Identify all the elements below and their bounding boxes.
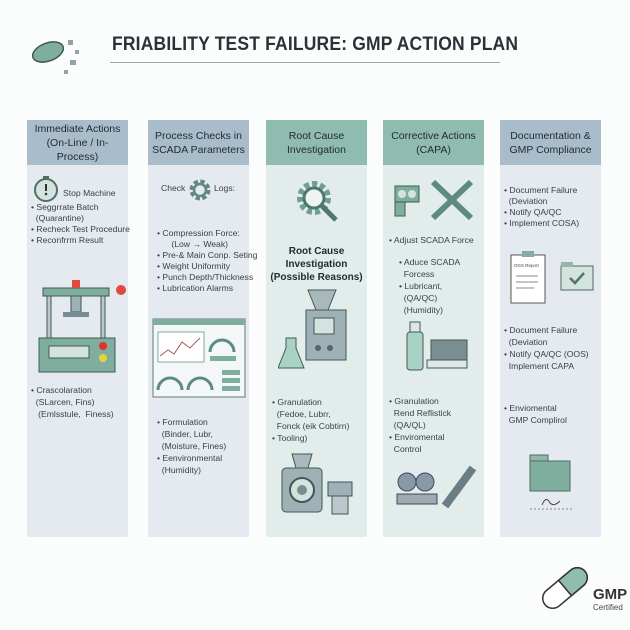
tools-icon	[394, 179, 474, 221]
tablet-press-machine-icon	[38, 280, 126, 373]
list-item: (Deviation	[504, 337, 548, 347]
root-cause-subtitle: Root Cause Investigation (Possible Reaso…	[270, 246, 363, 283]
list-item: Fonck (eik Cobtirn)	[272, 421, 350, 431]
stopwatch-alert-icon	[34, 176, 58, 202]
list-item: • Reconfrrm Result	[31, 235, 104, 245]
column-header: Documentation & GMP Compliance	[500, 120, 601, 165]
list-item: • Notify QA/QC (OOS)	[504, 349, 589, 359]
list-item: (Moisture, Fines)	[157, 441, 227, 451]
list-item: (Humidity)	[157, 465, 201, 475]
list-item: • Formulation	[157, 417, 208, 427]
column-corrective-actions: Corrective Actions (CAPA) • Adjust SCADA…	[383, 120, 484, 537]
list-item: • Lubrication Alarms	[157, 283, 234, 293]
list-item: • Adjust SCADA Force	[389, 235, 474, 245]
granulator-machine-icon	[278, 289, 347, 369]
list-item: • Eenvironmental	[157, 453, 223, 463]
badge-subtitle: Certified	[593, 603, 623, 612]
column-header: Immediate Actions (On-Line / In-Process)	[27, 120, 128, 165]
capsule-icon	[541, 566, 589, 610]
gmp-certified-badge: GMP Certified	[535, 560, 627, 615]
logs-label: Logs:	[214, 183, 236, 193]
column-documentation: Documentation & GMP Compliance • Documen…	[500, 120, 601, 537]
list-item: • Implement COSA)	[504, 218, 580, 228]
column-root-cause: Root Cause Investigation Root Cause Inve…	[266, 120, 367, 537]
gear-magnifier-icon	[297, 181, 338, 222]
column-immediate-actions: Immediate Actions (On-Line / In-Process)…	[27, 120, 130, 537]
spray-bottle-icon	[406, 321, 468, 371]
list-item: • Pre-& Main Conp. Seting	[157, 250, 258, 260]
list-item: (Low → Weak)	[157, 239, 228, 249]
list-item: • Recheck Test Procedure	[31, 224, 130, 234]
column-process-checks: Process Checks in SCADA Parameters Check…	[148, 120, 257, 537]
stop-machine-label: Stop Machine	[63, 188, 116, 198]
list-item: • Seggrrate Batch	[31, 202, 99, 212]
list-item: (Quarantine)	[31, 213, 85, 223]
list-item: • Document Failure	[504, 185, 578, 195]
list-item: • Notify QA/QC	[504, 207, 562, 217]
list-item: (QA/QC)	[399, 293, 438, 303]
page-title: FRIABILITY TEST FAILURE: GMP ACTION PLAN	[112, 34, 519, 55]
folder-signature-icon	[529, 454, 574, 510]
mill-machine-icon	[281, 453, 353, 515]
list-item: • Aduce SCADA	[399, 257, 461, 267]
list-item: • Document Failure	[504, 325, 578, 335]
list-item: • Granulation	[389, 396, 439, 406]
clipboard-report-icon	[510, 251, 546, 304]
list-item: • Enviromental	[389, 432, 445, 442]
list-item: Control	[389, 444, 422, 454]
title-divider	[110, 62, 500, 63]
column-header: Process Checks in SCADA Parameters	[148, 120, 249, 165]
list-item: • Crascolaration	[31, 385, 92, 395]
list-item: Forcess	[399, 269, 435, 279]
list-item: (Deviation	[504, 196, 548, 206]
report-label: OGS Report	[514, 263, 539, 268]
broken-tablet-icon	[28, 30, 88, 85]
list-item: • Weight Uniformity	[157, 261, 231, 271]
list-item: • Lubricant,	[399, 281, 443, 291]
folder-check-icon	[560, 262, 594, 291]
list-item: Implement CAPA	[504, 361, 575, 371]
list-item: • Granulation	[272, 397, 322, 407]
list-item: • Tooling)	[272, 433, 308, 443]
list-item: (Binder, Lubr,	[157, 429, 213, 439]
column-header: Root Cause Investigation	[266, 120, 367, 165]
scada-dashboard-icon	[152, 318, 246, 398]
list-item: Rend Reflistick	[389, 408, 452, 418]
column-header: Corrective Actions (CAPA)	[383, 120, 484, 165]
badge-title: GMP	[593, 586, 628, 603]
list-item: (Humidity)	[399, 305, 443, 315]
check-label: Check	[161, 183, 186, 193]
punch-tooling-icon	[396, 465, 477, 509]
gear-icon	[189, 179, 211, 201]
list-item: GMP Complirol	[504, 415, 567, 425]
list-item: (QA/QL)	[389, 420, 426, 430]
list-item: • Punch Depth/Thickness	[157, 272, 254, 282]
list-item: • Enviomental	[504, 403, 557, 413]
list-item: (Emlsstule, Finess)	[31, 409, 114, 419]
list-item: • Compression Force:	[157, 228, 240, 238]
list-item: (Fedoe, Lubrr,	[272, 409, 331, 419]
list-item: (SLarcen, Fins)	[31, 397, 95, 407]
